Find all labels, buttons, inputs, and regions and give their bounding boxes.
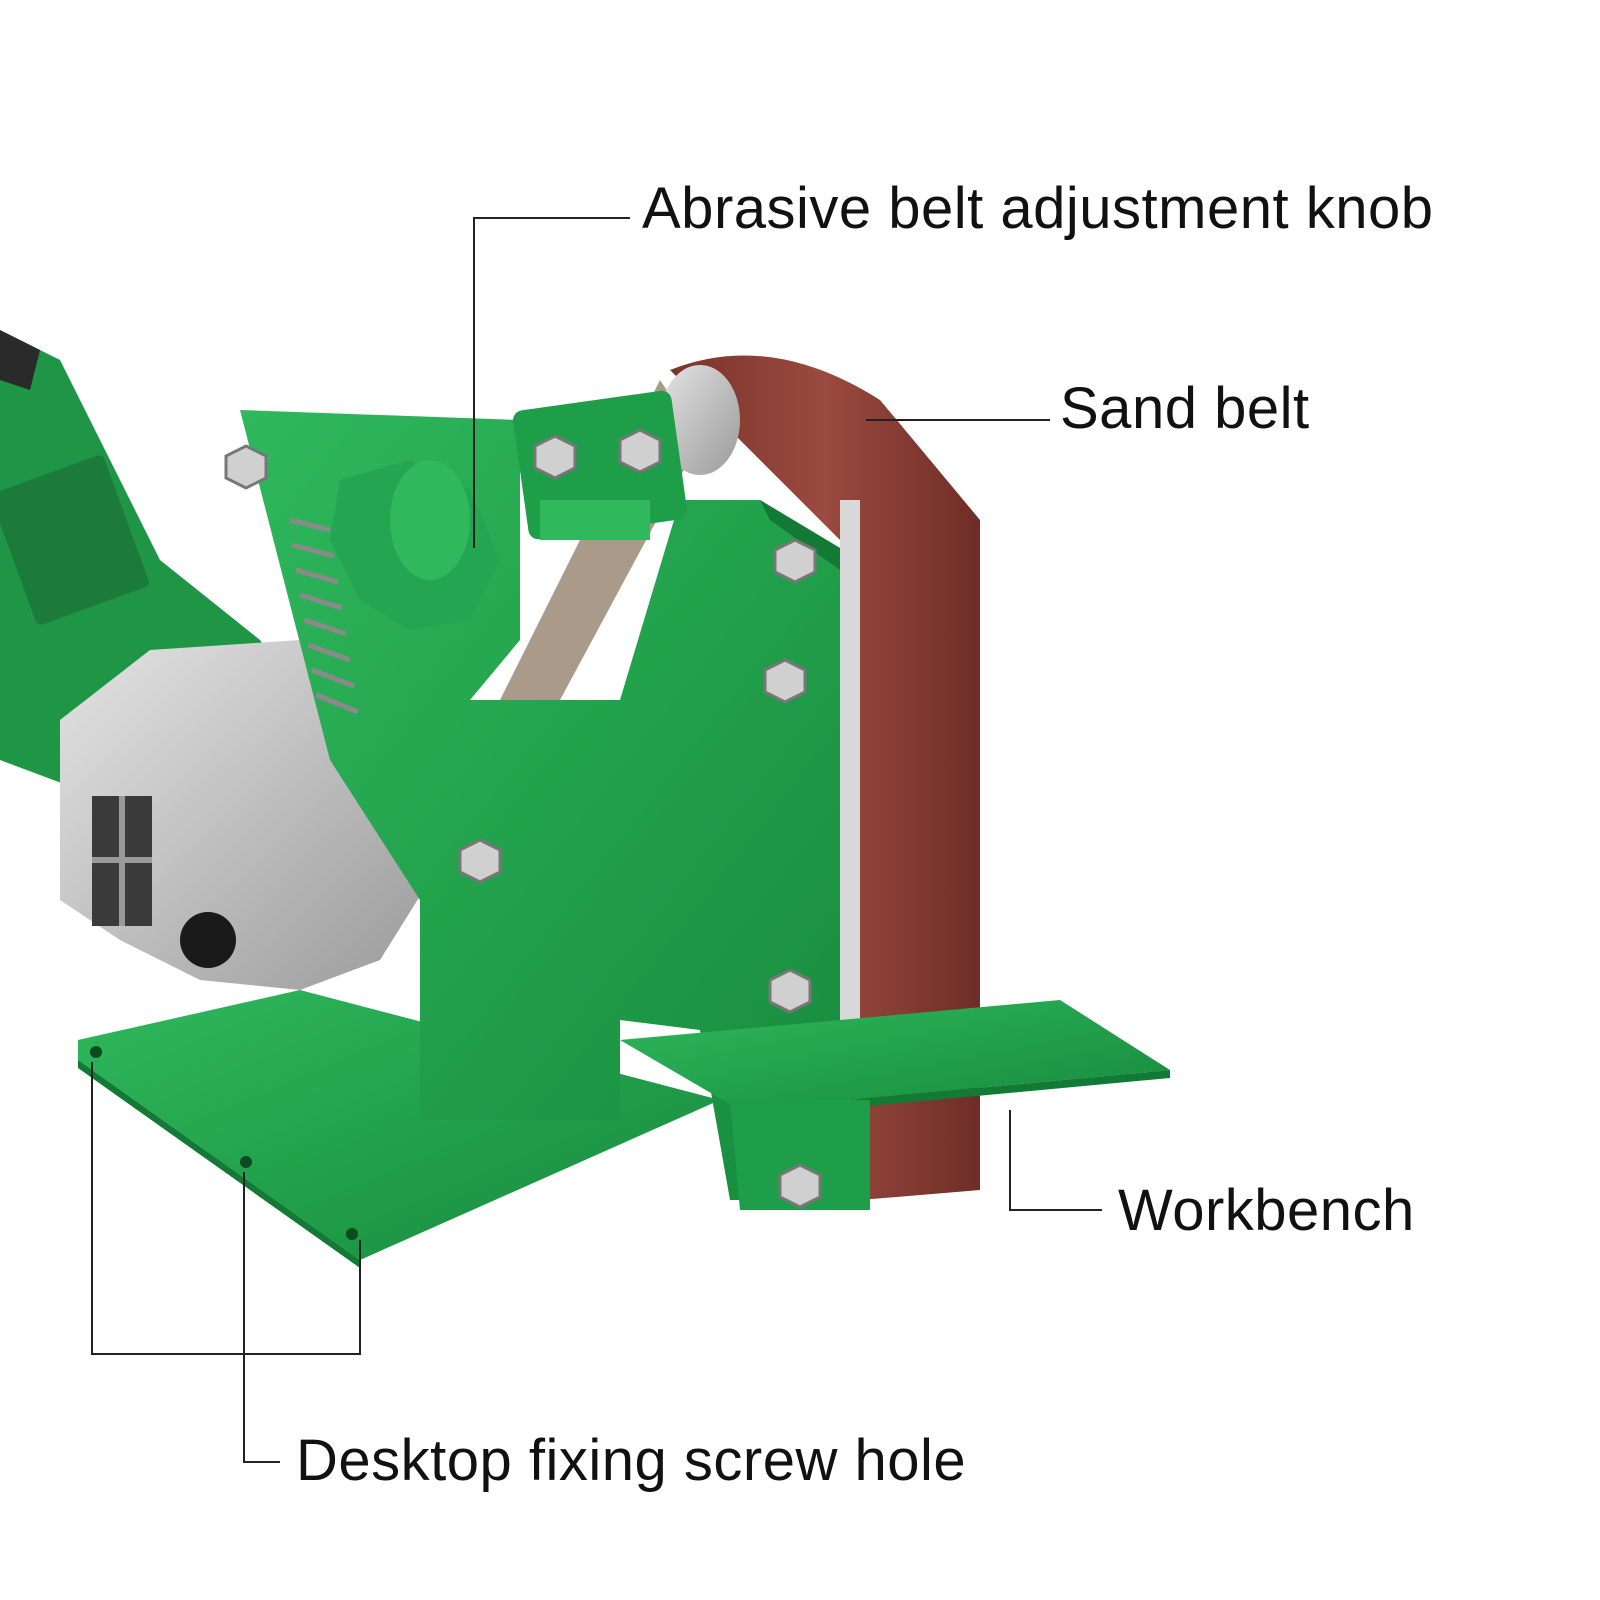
callout-lines [91,217,1102,1463]
workbench-plate [620,1000,1170,1110]
label-sand-belt: Sand belt [1060,376,1310,441]
adjustment-knob-icon [330,390,687,630]
tension-spring [289,517,359,715]
callout-knob-line [473,217,630,548]
callout-hole-line [243,1172,280,1463]
label-screw-hole: Desktop fixing screw hole [296,1428,967,1493]
label-adjustment-knob: Abrasive belt adjustment knob [642,176,1434,241]
hex-bolt-icon [224,428,822,1209]
screw-hole-icon [240,1156,252,1168]
base-plate [78,990,720,1260]
callout-hole-bracket [91,1062,361,1355]
grinder-label-plate [0,455,149,625]
top-roller [660,365,740,475]
callout-workbench-line [1009,1110,1102,1211]
screw-hole-icon [346,1228,358,1240]
grinder-handle [0,330,40,390]
screw-hole-icon [90,1046,102,1058]
spindle-lock-button [180,912,236,968]
label-workbench: Workbench [1118,1178,1415,1243]
